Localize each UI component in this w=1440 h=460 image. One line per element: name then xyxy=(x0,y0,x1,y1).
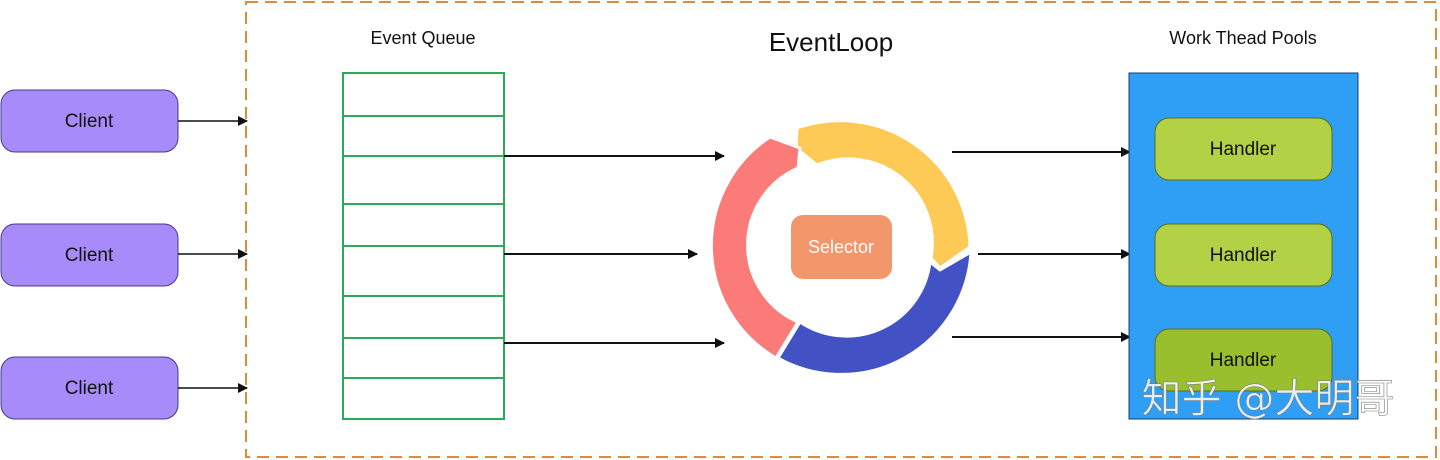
selector-label: Selector xyxy=(808,237,874,257)
server-boundary xyxy=(245,1,1437,458)
client-label: Client xyxy=(65,378,114,399)
handler-2: Handler xyxy=(1154,223,1333,287)
queue-slot xyxy=(342,155,505,205)
ring-segment-yellow xyxy=(794,119,972,270)
queue-slot xyxy=(342,72,505,117)
handler-label: Handler xyxy=(1210,245,1277,266)
queue-slot xyxy=(342,337,505,379)
handler-label: Handler xyxy=(1210,139,1277,160)
eventloop-title: EventLoop xyxy=(769,27,893,57)
event-queue xyxy=(342,72,505,420)
queue-slot xyxy=(342,295,505,339)
client-1: Client xyxy=(0,89,179,153)
queue-slot xyxy=(342,377,505,420)
queue-slot xyxy=(342,115,505,157)
client-3: Client xyxy=(0,356,179,420)
client-label: Client xyxy=(65,245,114,266)
selector-box xyxy=(791,215,892,279)
eventloop-ring xyxy=(709,119,973,376)
event-queue-title: Event Queue xyxy=(370,28,475,48)
handler-label: Handler xyxy=(1210,350,1277,371)
client-label: Client xyxy=(65,111,114,132)
ring-segment-red xyxy=(709,135,802,360)
handler-3: Handler xyxy=(1154,328,1333,392)
work-pool-title: Work Thead Pools xyxy=(1169,28,1316,48)
client-2: Client xyxy=(0,223,179,287)
queue-slot xyxy=(342,245,505,297)
watermark: 知乎 @大明哥 xyxy=(1142,376,1395,422)
ring-segment-blue xyxy=(776,250,973,376)
queue-slot xyxy=(342,203,505,247)
handler-1: Handler xyxy=(1154,117,1333,181)
